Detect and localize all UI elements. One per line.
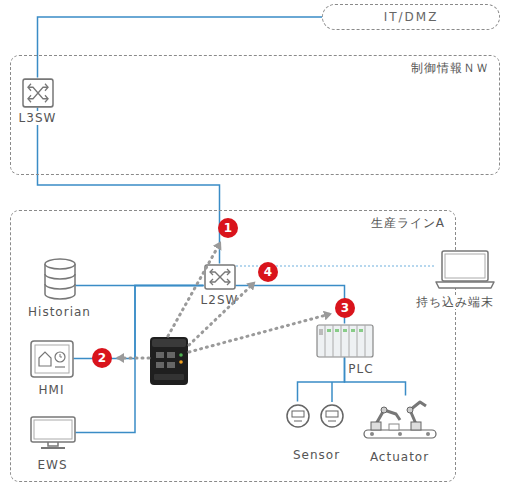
actuator-device: Actuator bbox=[362, 396, 438, 440]
sensor-drop-wire bbox=[331, 382, 333, 402]
device-icon bbox=[316, 324, 374, 358]
l3-switch: L3SW bbox=[22, 78, 54, 108]
device-icon bbox=[44, 258, 76, 300]
network-link bbox=[38, 108, 220, 264]
network-zone: 制御情報ＮＷ L3SW bbox=[10, 55, 500, 175]
device-icon bbox=[30, 340, 74, 378]
zone-title: 生産ラインA bbox=[371, 215, 445, 232]
box-label: IT/DMZ bbox=[384, 10, 439, 24]
network-link bbox=[38, 17, 323, 78]
device-label: L2SW bbox=[200, 293, 240, 307]
l2-switch: L2SW bbox=[204, 264, 236, 290]
network-link bbox=[76, 286, 204, 433]
hmi-panel: HMI bbox=[30, 340, 74, 378]
device-icon bbox=[204, 264, 236, 290]
device-icon bbox=[362, 396, 438, 440]
temporary-link bbox=[236, 265, 435, 266]
device-icon bbox=[22, 78, 54, 108]
device-label: Historian bbox=[27, 305, 92, 319]
network-link bbox=[236, 286, 345, 324]
device-label: Sensor bbox=[292, 448, 341, 462]
laptop-terminal: 持ち込み端末 bbox=[434, 250, 496, 290]
device-label: L3SW bbox=[18, 111, 58, 125]
device-icon bbox=[30, 416, 76, 450]
network-cloud-box: IT/DMZ bbox=[322, 4, 500, 30]
device-label: Actuator bbox=[369, 450, 430, 464]
network-link bbox=[345, 358, 406, 396]
plc-unit: PLC bbox=[316, 324, 374, 358]
callout-number: 1 bbox=[218, 218, 238, 238]
network-link bbox=[74, 286, 204, 359]
production-zone: 生産ラインAL2SWHistorianHMIEWSPLCSensorActuat… bbox=[10, 210, 456, 482]
historian-server: Historian bbox=[44, 258, 76, 300]
device-icon bbox=[434, 250, 496, 290]
device-icon bbox=[286, 402, 348, 430]
device-label: HMI bbox=[38, 383, 66, 397]
sensor-device: Sensor bbox=[286, 402, 348, 430]
network-link bbox=[298, 358, 345, 402]
monitoring-arrow bbox=[118, 243, 330, 358]
gateway-device bbox=[150, 337, 188, 385]
callout-number: 4 bbox=[258, 262, 278, 282]
device-label: 持ち込み端末 bbox=[415, 295, 495, 309]
engineering-workstation: EWS bbox=[30, 416, 76, 450]
zone-title: 制御情報ＮＷ bbox=[411, 60, 489, 77]
device-label: PLC bbox=[347, 362, 374, 376]
device-label: EWS bbox=[36, 458, 68, 472]
